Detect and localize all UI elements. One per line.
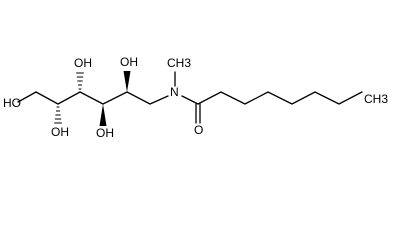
hashed-bond-c2-oh	[54, 106, 62, 124]
label-layer: HO OH OH OH OH N CH3 O CH3	[3, 55, 388, 140]
wedge-bond-c4-oh	[99, 104, 107, 126]
bond-c1-c2	[35, 91, 59, 105]
atom-label-chain-end: CH3	[364, 92, 388, 106]
molecule-structure: HO OH OH OH OH N CH3 O CH3	[3, 55, 388, 140]
atom-label-ho-terminal: HO	[3, 96, 21, 110]
bond-ho-c1	[17, 91, 37, 103]
bond-c3-c4	[79, 91, 104, 105]
atom-label-oh-c5: OH	[120, 55, 138, 69]
atom-label-n-methyl: CH3	[167, 56, 191, 70]
bond-c2-c3	[57, 91, 81, 105]
atom-label-carbonyl-oxygen: O	[194, 123, 203, 137]
stereo-layer	[54, 71, 131, 126]
bond-c4-c5	[102, 91, 128, 105]
acyl-chain	[197, 91, 363, 105]
wedge-bond-c5-oh	[123, 71, 131, 92]
atom-label-oh-c3: OH	[74, 56, 92, 70]
bond-layer	[17, 71, 363, 124]
atom-label-nitrogen: N	[170, 85, 179, 99]
atom-label-oh-c2: OH	[51, 125, 69, 139]
atom-label-oh-c4: OH	[96, 126, 114, 140]
bond-n-carbonyl	[181, 95, 199, 105]
bond-c6-n	[149, 95, 169, 105]
bond-c5-c6	[126, 91, 151, 105]
hashed-bond-c3-oh	[76, 72, 84, 90]
